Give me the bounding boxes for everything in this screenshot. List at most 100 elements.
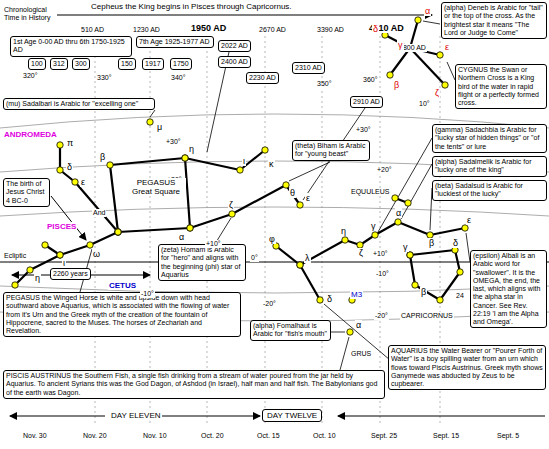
box-text: 312 — [53, 60, 65, 68]
constellation-line — [110, 158, 190, 232]
callout-box: 2310 AD — [292, 62, 325, 74]
box-text: 7th Age 1925-1977 AD — [139, 38, 211, 46]
callout-box: 2910 AD — [350, 96, 383, 108]
day-arrow — [338, 416, 545, 417]
star — [42, 242, 48, 248]
star-letter: θ — [289, 188, 296, 198]
star-letter: γ — [370, 221, 377, 231]
callout-box: PISCIS AUSTRINUS the Southern Fish, a si… — [3, 370, 385, 399]
callout-box: 2400 AD — [218, 56, 251, 68]
callout-box: 7th Age 1925-1977 AD — [136, 36, 214, 48]
star — [115, 229, 121, 235]
star — [237, 167, 243, 173]
chart-label: Sept. 25 — [370, 432, 398, 440]
chart-label: Oct. 15 — [256, 432, 281, 440]
chart-label: DAY ELEVEN — [110, 411, 162, 420]
chart-label: Nov. 10 — [142, 432, 168, 440]
chart-label: +10° — [205, 240, 222, 248]
callout-box: (epsilon) Albali is an Arabic word for "… — [470, 250, 547, 328]
star-letter: β — [420, 287, 427, 297]
star-letter: ι — [62, 258, 66, 268]
star-letter: κ — [268, 159, 275, 169]
star — [187, 225, 193, 231]
star — [182, 155, 188, 161]
constellation-line — [60, 145, 118, 232]
constellation-line — [15, 232, 118, 285]
callout-box: 312 — [50, 58, 68, 70]
chart-label: 350° — [316, 80, 332, 88]
callout-box: DAY TWELVE — [262, 409, 322, 422]
callout-box: (gamma) Sadachbia is Arabic for "lucky s… — [432, 124, 547, 153]
star — [407, 252, 413, 258]
leader-line — [447, 62, 455, 80]
chart-label: Nov. 20 — [82, 432, 108, 440]
box-text: 1917 — [145, 60, 161, 68]
chart-label: 24 — [455, 292, 465, 300]
star-letter: α — [355, 320, 362, 330]
leader-line — [423, 21, 440, 24]
leader-arrow — [51, 196, 86, 240]
star-letter: γ — [402, 242, 409, 252]
chart-label: PEGASUS Great Square — [126, 178, 186, 196]
chart-label: +10° — [372, 250, 389, 258]
chart-label: 10° — [418, 100, 431, 108]
star-letter: φ — [268, 234, 276, 244]
leader-line — [340, 337, 349, 370]
box-text: 2400 AD — [221, 58, 248, 66]
callout-box: AQUARIUS the Water Bearer or "Pourer For… — [388, 345, 546, 390]
star — [12, 282, 18, 288]
constellation-line — [190, 185, 300, 228]
box-text: (epsilon) Albali is an Arabic word for "… — [473, 252, 544, 326]
leader-line — [401, 164, 432, 219]
chart-label: Sept. 5 — [496, 432, 520, 440]
chart-label: 320° — [22, 72, 38, 80]
star — [415, 17, 421, 23]
chart-label: GRUS — [350, 350, 372, 358]
constellation-line — [276, 246, 320, 300]
box-text: 300 — [75, 60, 87, 68]
constellation-line — [300, 222, 465, 265]
star — [115, 229, 121, 235]
leader-line — [331, 332, 345, 333]
star-letter: ω — [92, 249, 101, 259]
leader-line — [378, 138, 432, 232]
callout-box: 2022 AD — [218, 40, 251, 52]
callout-box: 300 — [72, 58, 90, 70]
star-letter: η — [34, 273, 41, 283]
box-text: 1750 — [173, 60, 189, 68]
callout-box: 2230 AD — [246, 72, 279, 84]
chart-label: And — [92, 209, 106, 217]
callout-box: (beta) Sadalsud is Arabic for "luckiest … — [432, 180, 547, 201]
star-letter: β — [428, 238, 435, 248]
star — [87, 242, 93, 248]
box-text: 1st Age 0-00 AD thru 6th 1750-1925 AD — [13, 38, 129, 55]
callout-box: (alpha) Fomalhaut is Arabic for "fish's … — [250, 320, 331, 341]
callout-box: (zeta) Homam is Arabic for "hero" and al… — [158, 244, 246, 281]
star — [317, 297, 323, 303]
constellation-line — [410, 48, 445, 85]
leader-line — [150, 110, 155, 117]
declination-lines — [0, 114, 549, 321]
box-text: (alpha) Sadalmelik is Arabic for "lucky … — [435, 158, 544, 175]
star-letter: ε — [80, 177, 86, 187]
callout-box: 1917 — [142, 58, 164, 70]
star-letter: γ — [397, 40, 404, 50]
banner-arrow — [10, 14, 432, 15]
star — [27, 267, 33, 273]
callout-box: PEGASUS the Winged Horse is white and up… — [3, 292, 241, 337]
star — [297, 202, 303, 208]
chart-label: 1950 AD — [190, 23, 227, 33]
box-text: (theta) Biham is Arabic for "young beast… — [295, 142, 367, 159]
box-text: CYGNUS the Swan or Northern Cross is a K… — [458, 66, 544, 107]
box-text: 2260 years — [53, 270, 88, 278]
chart-label: +30° — [165, 138, 182, 146]
star-letter: δ — [326, 294, 333, 304]
box-text: (gamma) Sadachbia is Arabic for "lucky s… — [435, 126, 544, 151]
star — [392, 195, 398, 201]
chart-label: CETUS — [108, 281, 137, 290]
callout-box: 100 — [28, 58, 46, 70]
star — [395, 219, 401, 225]
star — [407, 252, 413, 258]
box-text: 2022 AD — [221, 42, 248, 50]
star — [115, 229, 121, 235]
